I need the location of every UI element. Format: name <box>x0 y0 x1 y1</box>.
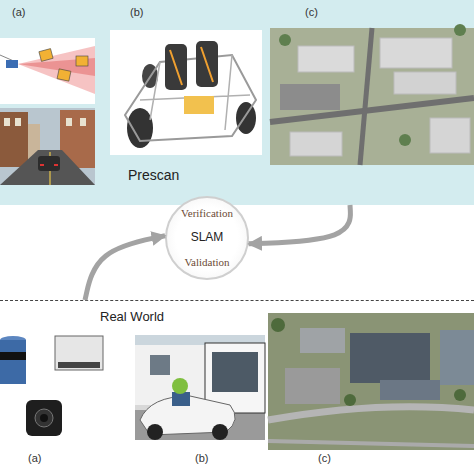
simulation-band: Prescan <box>0 0 474 205</box>
band-title: Prescan <box>128 168 179 183</box>
panel-label: (a) <box>12 7 25 18</box>
arc-label: Verification <box>167 207 247 219</box>
slam-circle: VerificationSLAM Validation <box>165 196 249 280</box>
panel-label: (b) <box>130 7 143 18</box>
flow-arrow <box>85 236 165 300</box>
panel-label: (b) <box>195 453 208 464</box>
flow-arrow <box>249 205 351 244</box>
panel-label: (a) <box>28 453 41 464</box>
band-title: Real World <box>100 310 164 324</box>
real-world-band: Real World <box>0 300 474 474</box>
center-label: SLAM <box>167 231 247 244</box>
panel-label: (c) <box>318 453 331 464</box>
arc-label: Validation <box>167 256 247 268</box>
panel-label: (c) <box>305 7 318 18</box>
